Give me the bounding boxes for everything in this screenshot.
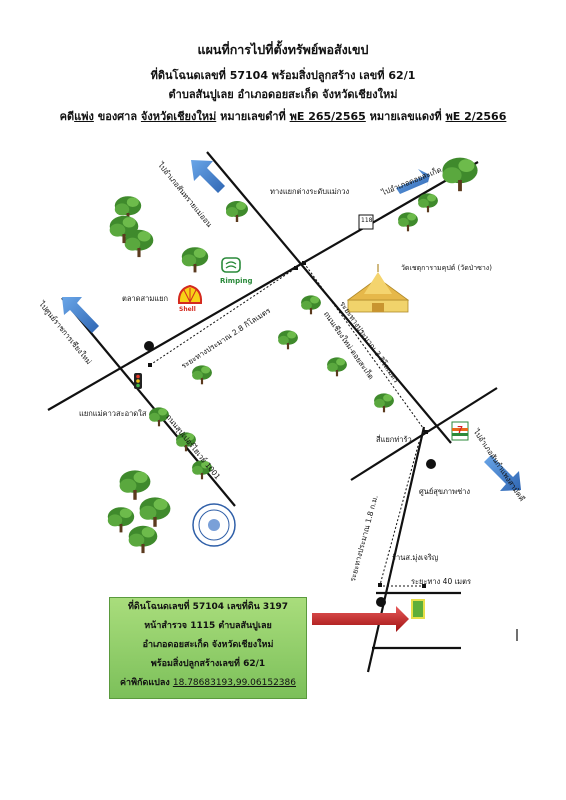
traffic-light-icon bbox=[134, 373, 142, 389]
tree-icon bbox=[418, 193, 438, 213]
coord-label: ค่าพิกัดแปลง bbox=[120, 678, 173, 688]
label-shop: ร้านส.มุ่งเจริญ bbox=[392, 553, 439, 562]
svg-text:7: 7 bbox=[457, 425, 463, 436]
location-line: ตำบลสันปูเลย อำเภอดอยสะเก็ด จังหวัดเชียง… bbox=[168, 88, 398, 101]
court-name: จังหวัดเชียงใหม่ bbox=[140, 110, 217, 123]
case-type: แพ่ง bbox=[74, 110, 94, 123]
label-rimping: Rimping bbox=[220, 277, 253, 285]
map-title: แผนที่การไปที่ตั้งทรัพย์พอสังเขป bbox=[197, 42, 369, 57]
label-shell: Shell bbox=[179, 306, 196, 313]
case-label: คดี bbox=[59, 110, 75, 123]
rimping-logo-icon bbox=[221, 257, 241, 273]
road-118-sign-icon bbox=[358, 214, 374, 230]
tree-icon bbox=[442, 157, 478, 192]
seven-eleven-logo-icon: 7 bbox=[451, 421, 469, 441]
shop-point bbox=[376, 597, 386, 607]
black-number: พE 265/2565 bbox=[289, 110, 366, 123]
tree-icon bbox=[301, 295, 321, 315]
tree-icon bbox=[181, 247, 209, 273]
label-junction-mae-kuang: ทางแยกต่างระดับแม่กวง bbox=[270, 187, 350, 196]
case-line: คดีแพ่ง ของศาล จังหวัดเชียงใหม่ หมายเลขด… bbox=[0, 107, 566, 125]
tree-icon bbox=[398, 212, 418, 232]
guide-markers bbox=[148, 261, 428, 588]
target-property-marker bbox=[411, 599, 425, 619]
tree-icon bbox=[374, 393, 394, 413]
tree-icon bbox=[139, 497, 171, 527]
label-market: ตลาดสามแยก bbox=[122, 294, 169, 303]
label-wat: วัดเชตุการามคุปต์ (วัดป่าซาง) bbox=[401, 264, 492, 272]
coord-value[interactable]: 18.78683193,99.06152386 bbox=[172, 678, 296, 688]
temple-icon bbox=[346, 264, 410, 313]
property-info-box: ที่ดินโฉนดเลขที่ 57104 เลขที่ดิน 3197 หน… bbox=[109, 597, 307, 699]
arrow-to-sankhampaeng-icon bbox=[484, 455, 521, 491]
info-building: พร้อมสิ่งปลูกสร้างเลขที่ 62/1 bbox=[150, 659, 266, 669]
label-road-118: 118 bbox=[361, 217, 373, 224]
distance-guides bbox=[149, 262, 427, 587]
info-deed: ที่ดินโฉนดเลขที่ 57104 เลขที่ดิน 3197 bbox=[127, 602, 288, 612]
arrow-to-cm-center-icon bbox=[62, 297, 99, 333]
guide-28km bbox=[149, 267, 297, 366]
market-point bbox=[144, 341, 154, 351]
red-arrow-icon bbox=[312, 606, 409, 632]
health-point bbox=[426, 459, 436, 469]
black-number-label: หมายเลขดำที่ bbox=[216, 110, 290, 123]
seal-logo-icon bbox=[192, 503, 236, 547]
red-number: พE 2/2566 bbox=[445, 110, 507, 123]
arrow-to-doisaket-icon bbox=[396, 169, 430, 194]
deed-line: ที่ดินโฉนดเลขที่ 57104 พร้อมสิ่งปลูกสร้า… bbox=[150, 69, 416, 82]
label-four-way: สี่แยกท่าร้ว bbox=[376, 435, 412, 444]
road-vertical-diagonal bbox=[206, 151, 452, 444]
arrow-to-sankhampaeng-mae-on-icon bbox=[191, 160, 225, 193]
tree-icon bbox=[107, 507, 135, 533]
direction-arrows bbox=[62, 160, 521, 491]
tree-icon bbox=[128, 525, 158, 554]
court-label: ของศาล bbox=[93, 110, 141, 123]
tree-icon bbox=[278, 330, 298, 350]
tree-icon bbox=[119, 470, 151, 500]
label-junction-mae-khao: แยกแม่คาวสะอาดใส bbox=[79, 409, 147, 418]
info-coordinates: ค่าพิกัดแปลง 18.78683193,99.06152386 bbox=[110, 674, 306, 693]
label-health: ศูนย์สุขภาพช่าง bbox=[419, 487, 471, 496]
tree-icon bbox=[192, 365, 212, 385]
guide-18km bbox=[379, 441, 420, 586]
road-main-diagonal bbox=[47, 161, 479, 411]
tree-icon bbox=[226, 201, 248, 222]
info-survey: หน้าสำรวจ 1115 ตำบลสันปูเลย bbox=[144, 621, 272, 631]
guide-3km bbox=[303, 262, 427, 433]
info-district: อำเภอดอยสะเก็ด จังหวัดเชียงใหม่ bbox=[142, 640, 274, 650]
shell-logo-icon bbox=[177, 284, 203, 304]
red-number-label: หมายเลขแดงที่ bbox=[365, 110, 446, 123]
road-local bbox=[366, 426, 426, 673]
label-distance-40: ระยะทาง 40 เมตร bbox=[411, 577, 472, 586]
tree-icon bbox=[327, 357, 347, 377]
